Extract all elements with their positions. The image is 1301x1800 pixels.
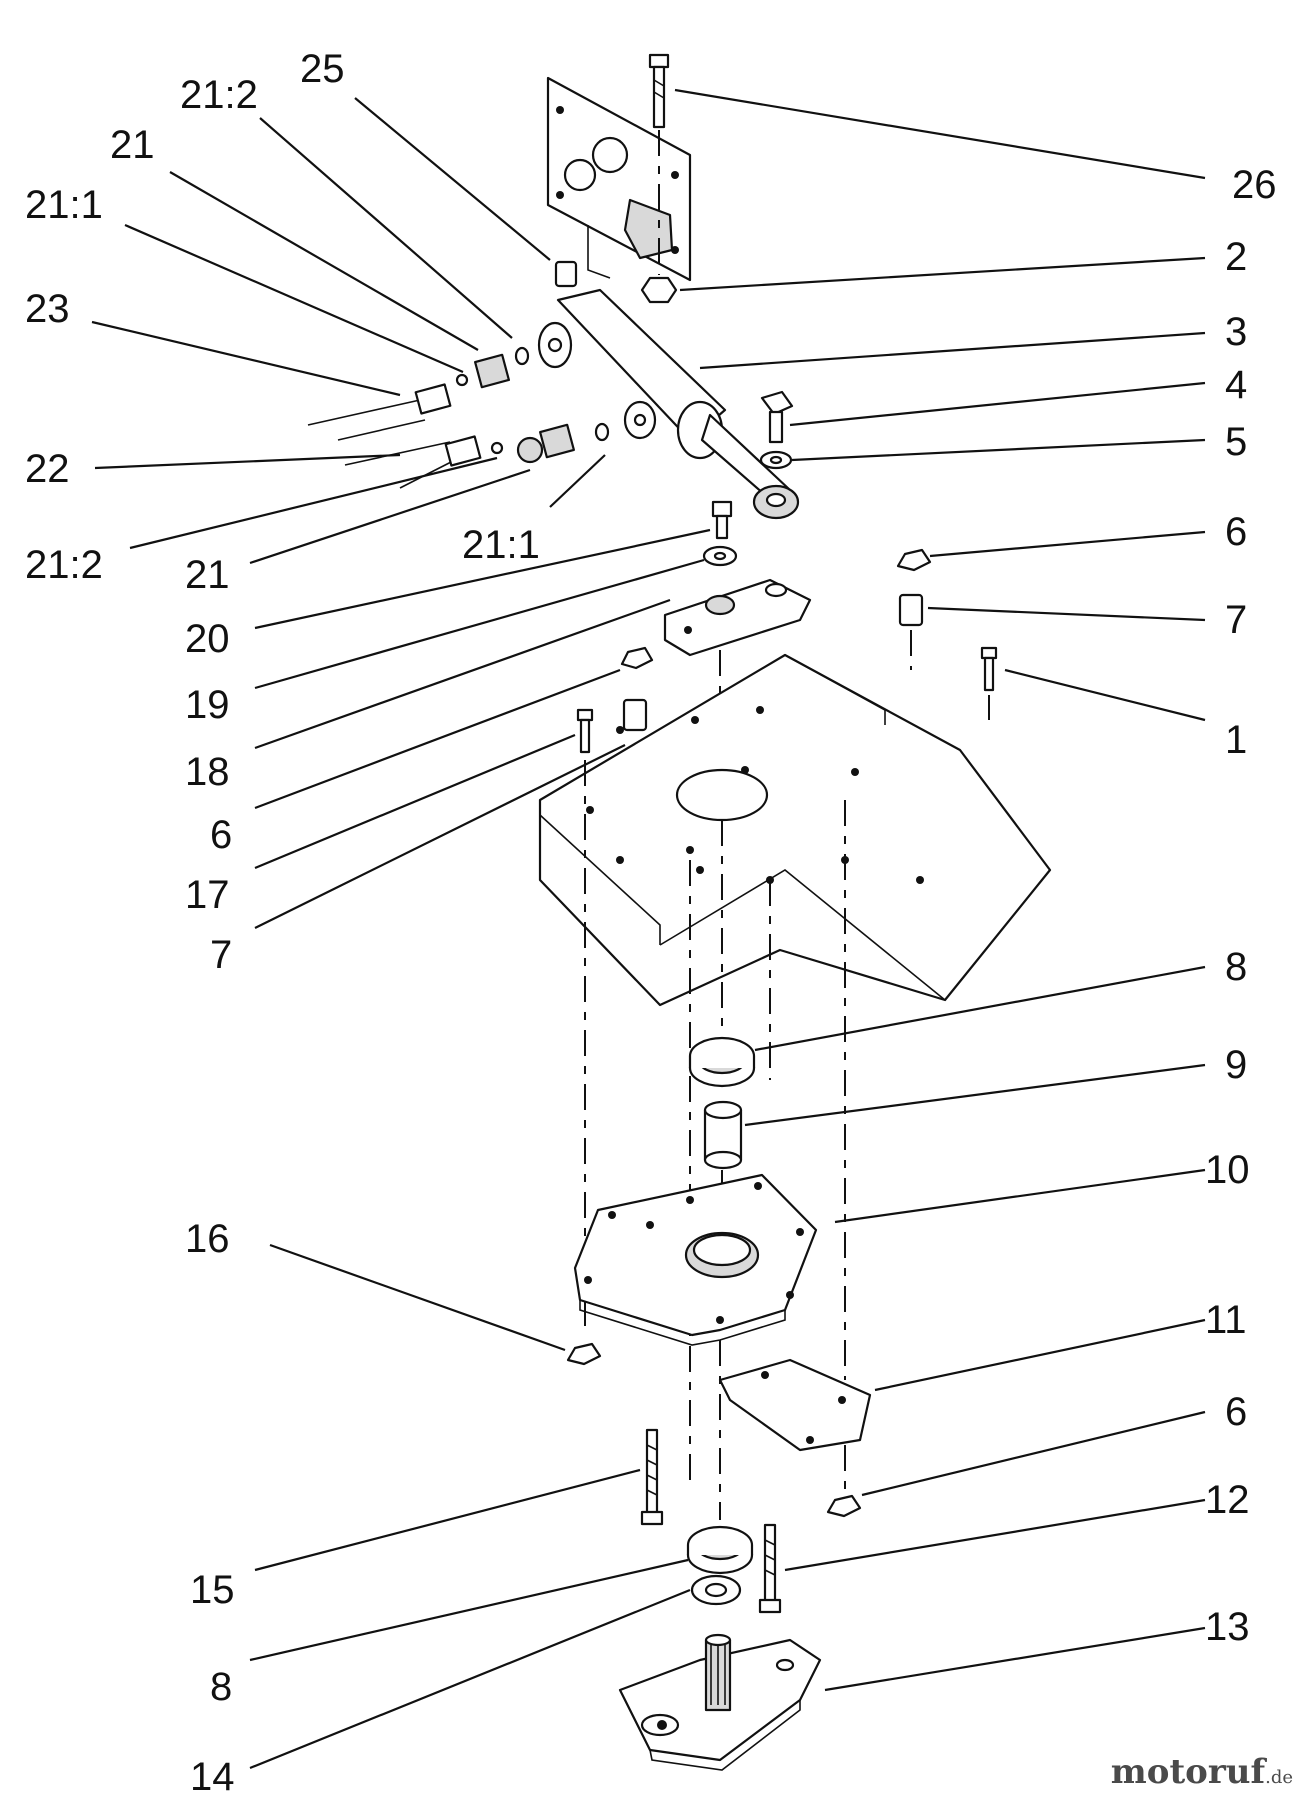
bolt-26 (648, 53, 670, 275)
nut-6-left (620, 646, 654, 670)
callout-6: 6 (1225, 1390, 1247, 1434)
spacer-25 (554, 260, 578, 288)
callout-25: 25 (300, 47, 345, 91)
callout-20: 20 (185, 617, 230, 661)
callout-10: 10 (1205, 1148, 1250, 1192)
washer-5 (759, 450, 793, 470)
callout-7: 7 (1225, 598, 1247, 642)
callout-21: 21 (110, 123, 155, 167)
bolt-17 (576, 708, 594, 754)
bracket-11 (718, 1358, 872, 1452)
callout-6: 6 (210, 813, 232, 857)
callout-21-1: 21:1 (462, 523, 540, 567)
callout-23: 23 (25, 287, 70, 331)
callout-19: 19 (185, 683, 230, 727)
watermark-suffix: .de (1265, 1767, 1293, 1788)
callout-26: 26 (1232, 163, 1277, 207)
callout-4: 4 (1225, 363, 1247, 407)
bearing-8-top (688, 1036, 756, 1088)
spacer-7-right (898, 593, 924, 627)
bolt-20 (711, 500, 733, 540)
nut-16 (566, 1342, 602, 1366)
washer-14 (690, 1574, 742, 1606)
bolt-15 (640, 1428, 664, 1526)
callout-17: 17 (185, 873, 230, 917)
arm-18 (663, 578, 812, 657)
mounting-plate (546, 76, 692, 282)
callout-7: 7 (210, 933, 232, 977)
bearing-8-bottom (686, 1525, 754, 1575)
nut-6-right (896, 548, 932, 572)
bolt-12 (758, 1523, 782, 1614)
upper-fittings (307, 346, 530, 441)
callout-8: 8 (1225, 945, 1247, 989)
bolt-1 (980, 646, 998, 720)
deck-plate (538, 653, 1052, 1007)
callouts: 25 21:2 21 21:1 23 22 21:2 21 21:1 20 19… (25, 47, 1277, 1799)
nut-2 (640, 276, 678, 304)
leader-lines (91, 88, 1206, 1770)
callout-21-2: 21:2 (25, 543, 103, 587)
base-13 (618, 1633, 822, 1771)
callout-3: 3 (1225, 310, 1247, 354)
callout-21-2: 21:2 (180, 73, 258, 117)
callout-1: 1 (1225, 718, 1247, 762)
callout-2: 2 (1225, 235, 1247, 279)
bushing-9 (703, 1100, 743, 1170)
lower-fittings (344, 422, 610, 489)
washer-19 (702, 545, 738, 567)
callout-14: 14 (190, 1755, 235, 1799)
mount-plate-10 (573, 1173, 818, 1346)
callout-12: 12 (1205, 1478, 1250, 1522)
callout-11: 11 (1205, 1298, 1247, 1342)
callout-9: 9 (1225, 1043, 1247, 1087)
nut-6-bottom (826, 1494, 862, 1518)
watermark-brand: motoruf (1110, 1752, 1266, 1792)
callout-8: 8 (210, 1665, 232, 1709)
callout-21: 21 (185, 553, 230, 597)
callout-22: 22 (25, 447, 70, 491)
watermark-logo: motoruf.de (1111, 1752, 1293, 1792)
callout-18: 18 (185, 750, 230, 794)
spacer-7-left (622, 698, 648, 732)
callout-21-1: 21:1 (25, 183, 103, 227)
callout-13: 13 (1205, 1605, 1250, 1649)
callout-16: 16 (185, 1217, 230, 1261)
callout-15: 15 (190, 1568, 235, 1612)
hydraulic-cylinder (537, 288, 800, 520)
bolt-4 (760, 390, 794, 444)
callout-6: 6 (1225, 510, 1247, 554)
callout-5: 5 (1225, 420, 1247, 464)
